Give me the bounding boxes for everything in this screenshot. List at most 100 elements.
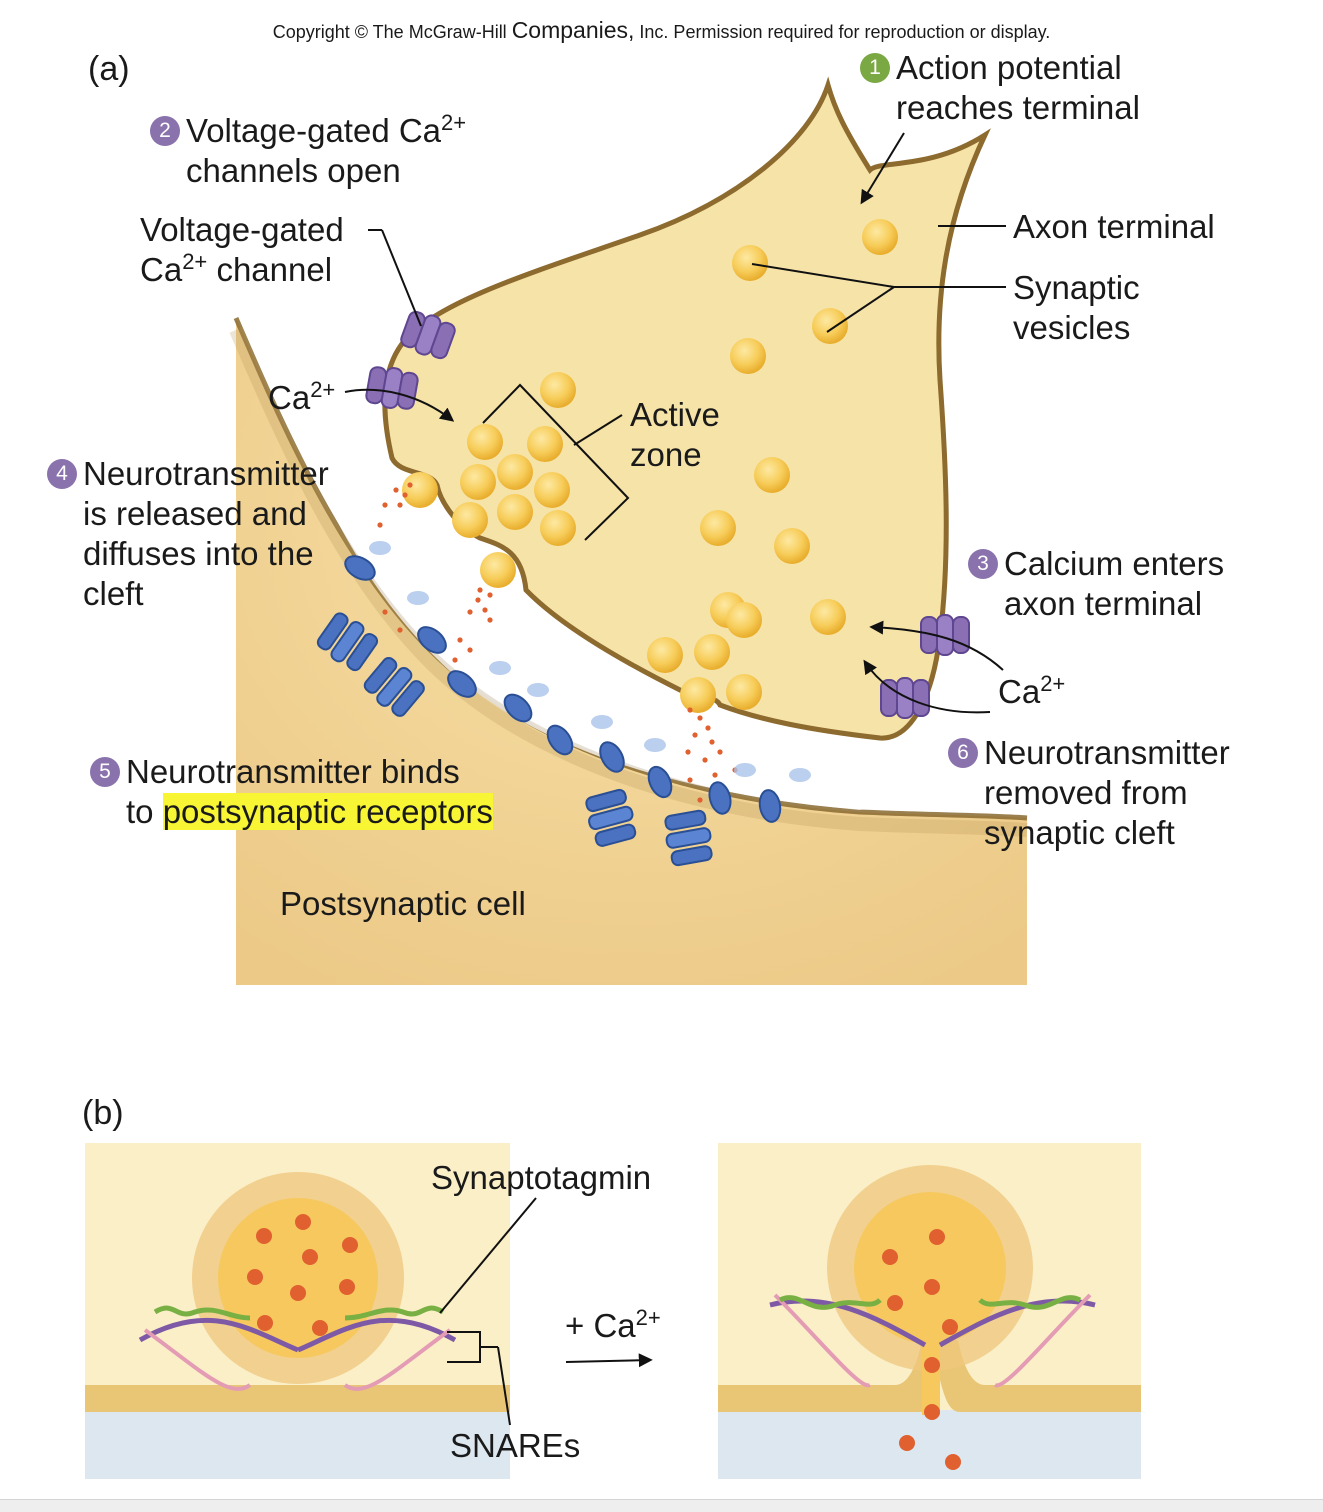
- vesicle: [460, 464, 496, 500]
- vg-channel-ca: Ca: [140, 251, 183, 288]
- step-1: 1 Action potential reaches terminal: [860, 48, 1140, 128]
- neurotransmitter-dot: [712, 772, 718, 778]
- bottom-scroll-edge: [0, 1499, 1323, 1512]
- receptor: [708, 781, 732, 815]
- neurotransmitter-molecule: [312, 1320, 328, 1336]
- neurotransmitter-dot: [705, 725, 711, 731]
- neurotransmitter-dot: [697, 715, 703, 721]
- step-6-line-2: removed from: [984, 774, 1188, 811]
- ca-ion-label-left: Ca2+: [268, 378, 335, 418]
- vesicle: [480, 552, 516, 588]
- leader-lines: [344, 132, 1006, 714]
- vesicle: [402, 472, 438, 508]
- step-4: 4 Neurotransmitter is released and diffu…: [47, 454, 329, 614]
- neurotransmitter-molecule: [924, 1279, 940, 1295]
- neurotransmitter-molecule: [929, 1229, 945, 1245]
- channel-subunit: [936, 614, 954, 656]
- receptor: [647, 765, 673, 799]
- neurotransmitter-molecule: [257, 1315, 273, 1331]
- ca-channel: [920, 614, 970, 656]
- step-1-line-1: Action potential: [896, 49, 1122, 86]
- vesicle: [862, 219, 898, 255]
- step-6-line-3: synaptic cleft: [984, 814, 1175, 851]
- receptor: [599, 741, 625, 773]
- postsynaptic-cell-label: Postsynaptic cell: [280, 885, 526, 922]
- receptor-subunit: [346, 633, 379, 672]
- receptor-subunit: [330, 621, 365, 663]
- vesicle: [680, 677, 716, 713]
- neurotransmitter-dot: [687, 777, 693, 783]
- step-5-highlighted-text: postsynaptic receptors: [162, 793, 493, 830]
- vesicle: [452, 502, 488, 538]
- vesicle: [694, 634, 730, 670]
- vg-channel-sup: 2+: [182, 249, 208, 274]
- neurotransmitter-molecule: [342, 1237, 358, 1253]
- neurotransmitter-molecule: [887, 1295, 903, 1311]
- vg-channel-line-1: Voltage-gated: [140, 211, 344, 248]
- neurotransmitter-molecule: [945, 1454, 961, 1470]
- step-3-line-2: axon terminal: [1004, 585, 1203, 622]
- ca-ion-sup: 2+: [1040, 671, 1066, 696]
- plus-calcium-label: + Ca2+: [565, 1306, 661, 1346]
- neurotransmitter-dot: [397, 502, 403, 508]
- receptor: [417, 626, 447, 654]
- vesicle: [774, 528, 810, 564]
- copyright-companies: Companies,: [511, 17, 635, 43]
- synaptic-cleft: [300, 430, 900, 810]
- step-3-line-1: Calcium enters: [1004, 545, 1225, 582]
- ion-channel-receptor: [363, 656, 425, 717]
- receptor-subunit: [670, 845, 713, 867]
- receptor: [546, 724, 574, 756]
- vesicle: [540, 372, 576, 408]
- neurotransmitter-molecule: [302, 1249, 318, 1265]
- step-4-line-2: is released and: [83, 495, 307, 532]
- receptor-faint: [527, 683, 549, 697]
- channel-subunit: [396, 371, 419, 410]
- neurotransmitter-molecule: [924, 1404, 940, 1420]
- step-2: 2 Voltage-gated Ca2+ channels open: [150, 111, 466, 191]
- neurotransmitter-dot: [397, 627, 403, 633]
- step-4-line-3: diffuses into the: [83, 535, 314, 572]
- step-2-sup: 2+: [441, 110, 467, 135]
- step-1-label: Action potential reaches terminal: [896, 48, 1140, 128]
- neurotransmitter-dot: [402, 492, 408, 498]
- neurotransmitter-dot: [407, 482, 413, 488]
- receptor-subunit: [594, 823, 637, 847]
- neurotransmitter-dot: [702, 757, 708, 763]
- vesicle: [527, 426, 563, 462]
- ca-ion-label-right: Ca2+: [998, 672, 1065, 712]
- step-5: 5 Neurotransmitter binds to postsynaptic…: [90, 752, 493, 832]
- synaptic-vesicles-line-1: Synaptic: [1013, 269, 1140, 306]
- vesicle: [812, 308, 848, 344]
- snares-label: SNAREs: [450, 1427, 581, 1464]
- ca-ion-text: Ca: [998, 673, 1041, 710]
- active-zone-label: Active zone: [630, 395, 720, 475]
- step-5-line-2-prefix: to: [126, 793, 163, 830]
- vesicle: [700, 510, 736, 546]
- neurotransmitter-dot: [685, 749, 691, 755]
- step-3-badge: 3: [968, 549, 998, 579]
- plus-calcium-sup: 2+: [635, 1305, 661, 1330]
- step-5-badge: 5: [90, 757, 120, 787]
- neurotransmitter-dot: [475, 597, 481, 603]
- neurotransmitter-dot: [487, 617, 493, 623]
- neurotransmitter-dot: [482, 607, 488, 613]
- postsynaptic-receptors: [316, 541, 811, 867]
- receptor-faint: [489, 661, 511, 675]
- vesicle: [754, 457, 790, 493]
- channel-subunit: [880, 679, 898, 717]
- receptor-faint: [591, 715, 613, 729]
- ion-channel-receptor: [664, 809, 713, 867]
- receptor-faint: [734, 763, 756, 777]
- step-2-badge: 2: [150, 116, 180, 146]
- ca-ion-text: Ca: [268, 379, 311, 416]
- receptor-subunit: [665, 827, 712, 849]
- neurotransmitter-dot: [457, 637, 463, 643]
- vesicle: [467, 424, 503, 460]
- neurotransmitter-molecule: [247, 1269, 263, 1285]
- step-4-badge: 4: [47, 459, 77, 489]
- step-6-badge: 6: [948, 738, 978, 768]
- neurotransmitter-dot: [452, 657, 458, 663]
- receptor-subunit: [376, 667, 413, 707]
